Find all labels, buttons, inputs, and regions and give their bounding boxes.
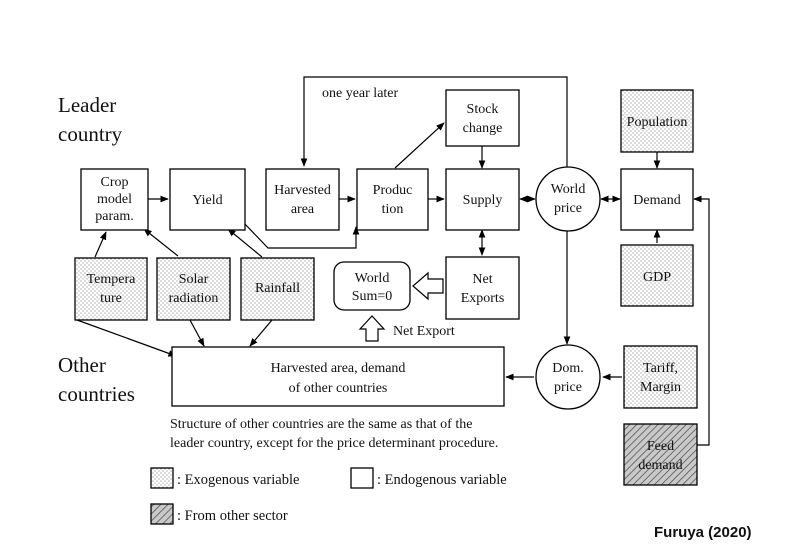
other-countries-label-2: of other countries	[289, 381, 388, 396]
legend-endogenous-swatch	[350, 467, 374, 489]
legend-other-sector-label: : From other sector	[177, 508, 288, 524]
demand-node: Demand	[620, 168, 694, 231]
demand-label: Demand	[633, 193, 680, 208]
solar-radiation-label-2: radiation	[169, 291, 219, 306]
net-export-label: Net Export	[393, 324, 455, 339]
tariff-margin-label-2: Margin	[640, 380, 681, 395]
production-label-1: Produc	[373, 183, 413, 198]
gdp-label: GDP	[643, 270, 671, 285]
solar-to-crop-arrow	[143, 228, 179, 257]
stock-change-label-1: Stock	[467, 102, 499, 117]
leader-country-title-line2: country	[58, 122, 123, 146]
world-price-node: World price	[535, 166, 601, 232]
harvested-area-label-1: Harvested	[274, 183, 331, 198]
temperature-node: Tempera ture	[74, 257, 148, 321]
net-exports-node: Net Exports	[445, 256, 520, 320]
legend-other-sector-swatch	[150, 503, 174, 525]
feedback-loop-arrow	[300, 76, 568, 173]
crop-model-node: Crop model param.	[80, 168, 149, 231]
rainfall-node: Rainfall	[240, 257, 315, 321]
tariff-margin-node: Tariff, Margin	[623, 345, 698, 409]
world-price-label-1: World	[551, 182, 586, 197]
solar-radiation-label-1: Solar	[179, 272, 209, 287]
supply-label: Supply	[463, 193, 503, 208]
solar-to-other-arrow	[189, 319, 205, 347]
net-exports-hollow-arrow	[412, 271, 444, 301]
world-price-label-2: price	[554, 201, 582, 216]
feed-demand-label-1: Feed	[647, 439, 674, 454]
temperature-label-1: Tempera	[87, 272, 137, 287]
crop-model-label-2: model	[97, 192, 132, 207]
world-sum-label-1: World	[355, 271, 390, 286]
harvested-area-label-2: area	[291, 202, 315, 217]
crop-model-label-3: param.	[95, 209, 133, 224]
legend-endogenous-label: : Endogenous variable	[377, 472, 507, 488]
population-node: Population	[620, 89, 694, 153]
world-sum-label-2: Sum=0	[352, 289, 393, 304]
stock-change-node: Stock change	[445, 89, 520, 147]
rainfall-to-other-arrow	[249, 319, 273, 347]
world-sum-node: World Sum=0	[333, 261, 411, 311]
population-label: Population	[627, 115, 688, 130]
crop-model-label-1: Crop	[101, 175, 129, 190]
yield-label: Yield	[192, 193, 222, 208]
legend-exogenous-swatch	[150, 467, 174, 489]
temperature-to-other-arrow	[76, 319, 177, 357]
net-exports-label-1: Net	[472, 272, 492, 287]
connectors	[76, 76, 710, 446]
harvested-area-node: Harvested area	[265, 168, 340, 231]
structure-note-line1: Structure of other countries are the sam…	[170, 417, 472, 432]
feed-demand-label-2: demand	[638, 458, 682, 473]
other-countries-node: Harvested area, demand of other countrie…	[171, 346, 505, 407]
production-node: Produc tion	[356, 168, 429, 231]
production-label-2: tion	[382, 202, 404, 217]
feed-to-demand-arrow	[693, 195, 710, 446]
other-countries-label-1: Harvested area, demand	[271, 361, 406, 376]
credit-label: Furuya (2020)	[654, 524, 752, 541]
rainfall-to-yield-arrow	[227, 228, 263, 258]
leader-country-title-line1: Leader	[58, 93, 116, 117]
yield-node: Yield	[169, 168, 246, 231]
other-countries-title-line1: Other	[58, 353, 106, 377]
solar-radiation-node: Solar radiation	[156, 257, 231, 321]
dom-price-label-2: price	[554, 380, 582, 395]
one-year-later-label: one year later	[322, 86, 399, 101]
temperature-to-crop-arrow	[94, 231, 107, 258]
dom-price-node: Dom. price	[535, 344, 601, 410]
rainfall-label: Rainfall	[255, 281, 300, 296]
net-exports-label-2: Exports	[461, 291, 505, 306]
structure-note-line2: leader country, except for the price det…	[170, 436, 498, 451]
gdp-node: GDP	[620, 244, 694, 307]
feed-demand-node: Feed demand	[623, 423, 698, 486]
stock-change-label-2: change	[463, 121, 503, 136]
dom-price-label-1: Dom.	[552, 361, 584, 376]
tariff-margin-label-1: Tariff,	[643, 361, 678, 376]
yield-to-production-arrow	[242, 221, 360, 249]
supply-node: Supply	[445, 168, 520, 231]
net-export-hollow-arrow	[358, 315, 386, 342]
other-countries-title-line2: countries	[58, 382, 135, 406]
temperature-label-2: ture	[100, 291, 122, 306]
legend-exogenous-label: : Exogenous variable	[177, 472, 299, 488]
production-to-stock-arrow	[394, 122, 445, 169]
legend: : Exogenous variable : Endogenous variab…	[150, 467, 507, 525]
